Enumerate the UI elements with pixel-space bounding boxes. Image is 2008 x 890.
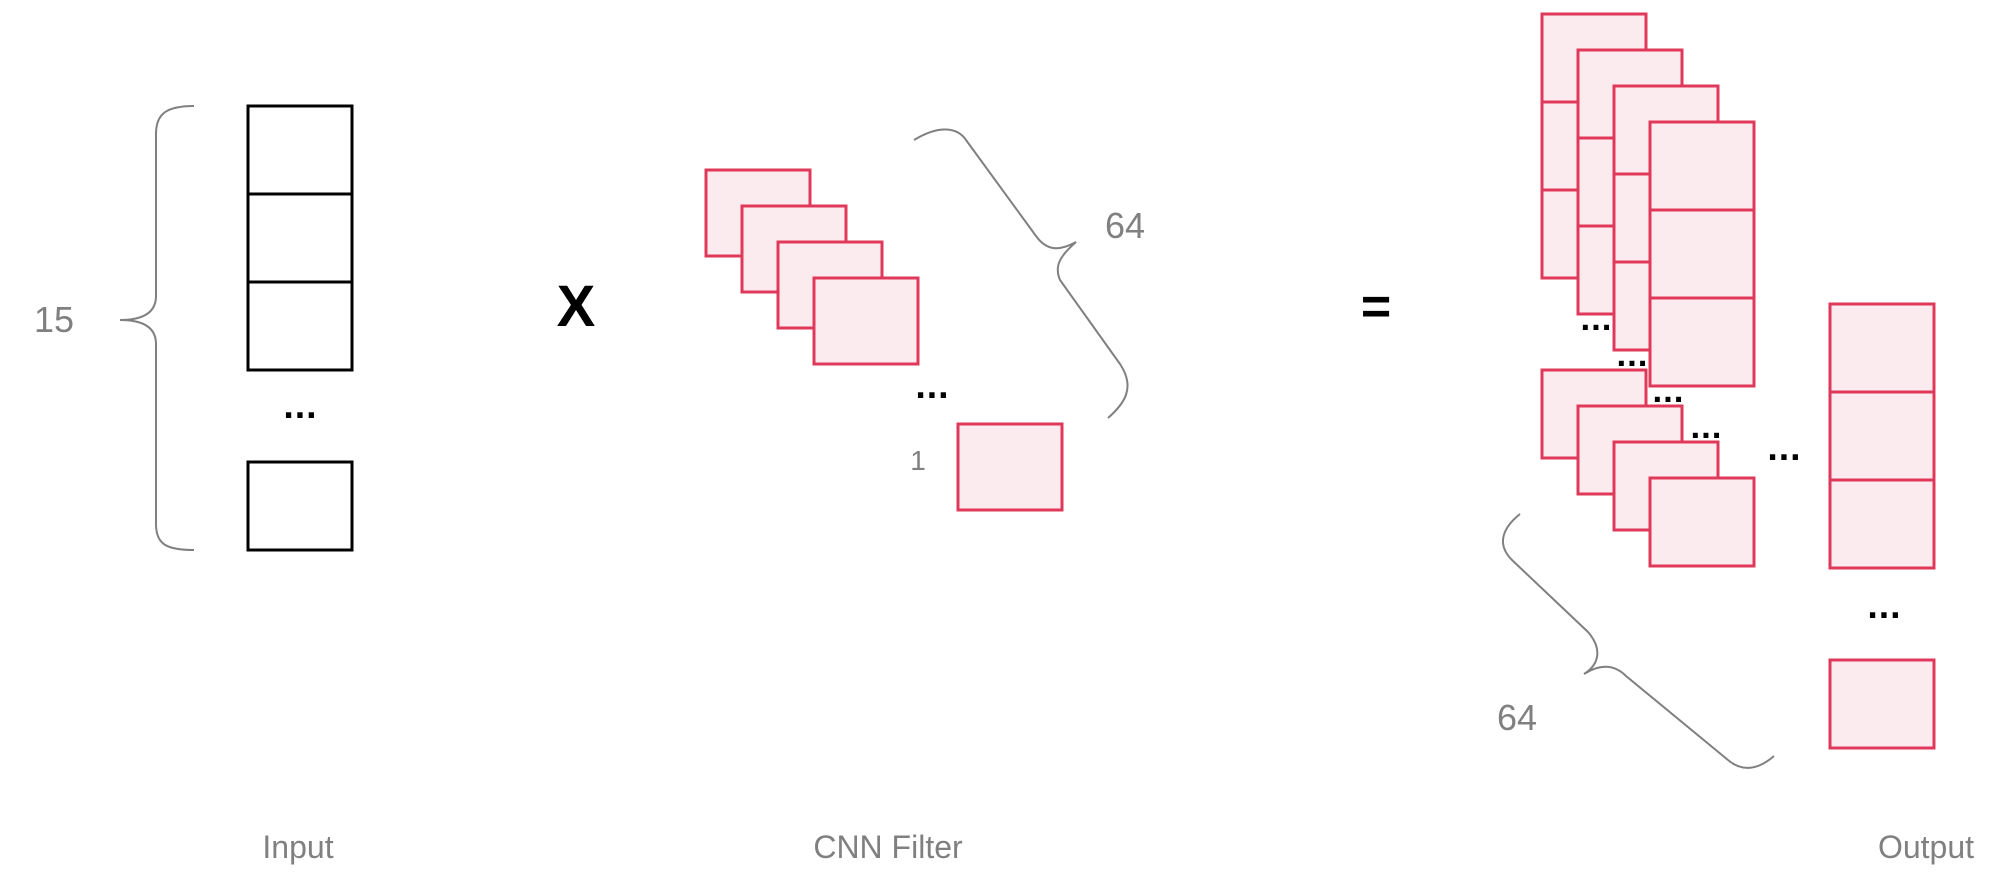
filter-cell-last [956, 422, 1064, 512]
input-cell [246, 192, 354, 284]
output-brace [1502, 513, 1775, 769]
output-ellipsis: ... [1580, 304, 1612, 337]
output-cell [1648, 120, 1756, 212]
output-cell [1828, 390, 1936, 482]
output-right-column [1828, 302, 1936, 750]
output-cell [1648, 208, 1756, 300]
filter-stack [704, 168, 1064, 512]
output-ellipsis: ... [1867, 591, 1901, 626]
output-ellipsis: ... [1652, 376, 1684, 409]
input-count-label: 15 [34, 299, 74, 340]
filter-brace [913, 128, 1129, 419]
output-cell [1828, 658, 1936, 750]
output-cell [1828, 302, 1936, 394]
filter-caption: CNN Filter [813, 829, 963, 865]
output-ellipsis: ... [1690, 412, 1722, 445]
output-ellipsis: ... [1767, 433, 1801, 468]
multiply-operator: X [557, 274, 596, 339]
output-ellipsis: ... [1616, 340, 1648, 373]
input-cell [246, 104, 354, 196]
output-count-label: 64 [1497, 697, 1537, 738]
input-ellipsis: ... [283, 391, 317, 426]
output-caption: Output [1878, 829, 1974, 865]
output-cell [1648, 476, 1756, 568]
output-last-row-stack [1540, 368, 1756, 568]
filter-depth-label: 1 [910, 445, 926, 476]
input-brace [119, 105, 195, 551]
input-stack [246, 104, 354, 552]
input-cell [246, 280, 354, 372]
output-cell [1648, 296, 1756, 388]
input-caption: Input [262, 829, 333, 865]
equals-operator: = [1361, 278, 1391, 336]
filter-cell [812, 276, 920, 366]
output-column-stack [1648, 120, 1756, 388]
filter-count-label: 64 [1105, 205, 1145, 246]
filter-ellipsis: ... [915, 371, 949, 406]
output-cell [1828, 478, 1936, 570]
output-stacks [1540, 12, 1936, 750]
input-cell [246, 460, 354, 552]
